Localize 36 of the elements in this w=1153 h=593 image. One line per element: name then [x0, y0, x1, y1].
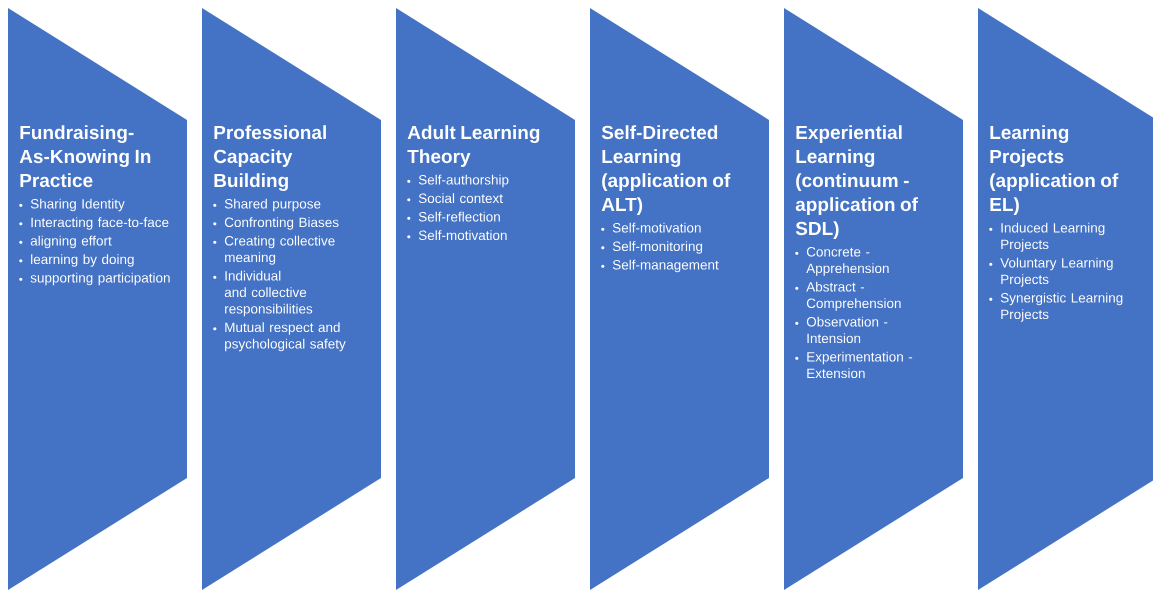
heading: Fundraising-As-Knowing In Practice	[19, 125, 151, 188]
bullet-item: Social context	[407, 193, 503, 204]
heading: Experiential Learning (continuum - application of SDL)	[795, 125, 918, 239]
bullet-item: Induced Learning Projects	[989, 222, 1105, 252]
bullet-item: Creating collective meaning	[213, 235, 335, 265]
stage-panel	[784, 8, 963, 590]
bullet-item: Individual and collective responsibilities	[213, 270, 313, 317]
bullet-item: Sharing Identity	[19, 198, 125, 212]
bullet-item: Self-reflection	[407, 211, 500, 222]
bullet-item: Observation - Intension	[795, 316, 888, 344]
bullet-item: Mutual respect and psychological safety	[213, 322, 346, 352]
bullet-item: Self-motivation	[407, 230, 507, 241]
bullet-item: Self-monitoring	[601, 241, 703, 254]
bullet-item: Self-motivation	[601, 222, 701, 233]
bullet-item: Confronting Biases	[213, 217, 339, 230]
bullet-item: Self-authorship	[407, 174, 509, 188]
stage-panel	[396, 8, 575, 590]
stage-panel	[590, 8, 769, 590]
bullet-item: Abstract - Comprehension	[795, 281, 901, 311]
bullet-item: Voluntary Learning Projects	[989, 257, 1113, 287]
bullet-item: Synergistic Learning Projects	[989, 292, 1123, 322]
bullet-item: Interacting face-to-face	[19, 217, 169, 230]
bullet-item: Concrete - Apprehension	[795, 247, 889, 276]
bullet-item: Experimentation - Extension	[795, 351, 913, 379]
stage-panel	[8, 8, 187, 590]
bullet-item: Self-management	[601, 259, 719, 273]
bullet-item: supporting participation	[19, 272, 170, 286]
heading: Adult Learning Theory	[407, 125, 540, 167]
stage-panel	[978, 8, 1153, 590]
heading: Self-Directed Learning (application of ALT)	[601, 125, 731, 215]
heading: Professional Capacity Building	[214, 125, 326, 191]
bullet-item: learning by doing	[19, 254, 134, 267]
heading: Learning Projects (application of EL)	[990, 125, 1119, 215]
bullet-item: aligning effort	[19, 235, 112, 249]
stage-panel	[202, 8, 381, 590]
bullet-item: Shared purpose	[213, 198, 321, 212]
